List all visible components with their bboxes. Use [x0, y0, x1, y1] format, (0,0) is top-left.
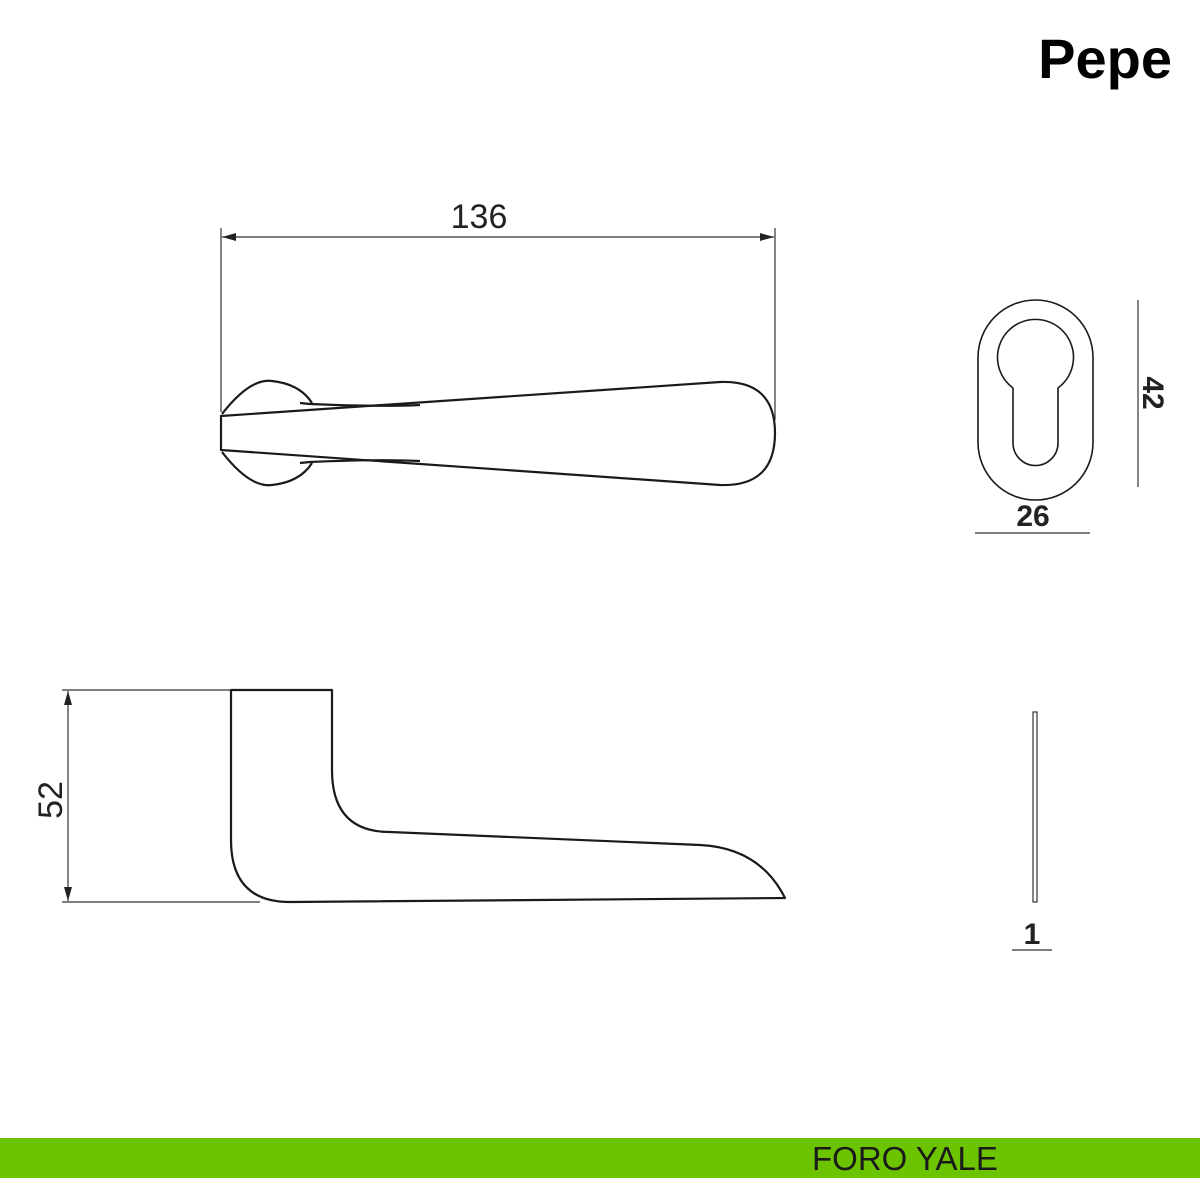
top-view-handle: 136 — [219, 198, 777, 487]
side-view-handle: 52 — [32, 688, 787, 904]
plate-thickness-view: 1 — [1012, 711, 1052, 951]
footer-bar: FORO YALE — [0, 1138, 1200, 1178]
height-label: 52 — [32, 781, 70, 819]
rose-height-label: 42 — [1136, 376, 1169, 409]
escutcheon-view: 42 26 — [975, 299, 1169, 534]
rose-width-label: 26 — [1016, 500, 1049, 533]
length-label: 136 — [451, 198, 508, 236]
thickness-label: 1 — [1024, 918, 1041, 951]
footer-label: FORO YALE — [812, 1140, 998, 1177]
product-title: Pepe — [1038, 27, 1172, 90]
